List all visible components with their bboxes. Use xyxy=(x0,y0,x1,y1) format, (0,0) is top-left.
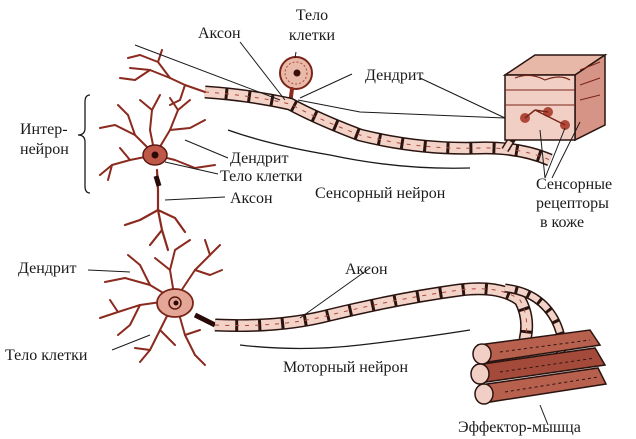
interneuron-dendrites xyxy=(100,95,215,180)
label-cell-body-top-line2: клетки xyxy=(289,27,336,44)
label-sensory-receptors-line2: рецепторы xyxy=(536,195,609,212)
motor-neuron-brace xyxy=(240,330,470,349)
label-sensory-neuron: Сенсорный нейрон xyxy=(315,185,446,202)
interneuron-axon xyxy=(125,170,185,250)
label-interneuron-line2: нейрон xyxy=(20,141,69,158)
label-axon-bottom: Аксон xyxy=(345,261,388,278)
label-axon-mid: Аксон xyxy=(230,190,273,207)
label-motor-neuron: Моторный нейрон xyxy=(283,359,409,376)
label-effector-muscle: Эффектор-мышца xyxy=(458,419,581,436)
sensory-terminal-branches xyxy=(120,50,205,105)
interneuron xyxy=(100,95,215,250)
label-dendrite-left: Дендрит xyxy=(18,260,76,277)
label-sensory-receptors-line3: в коже xyxy=(540,214,584,231)
label-axon-top: Аксон xyxy=(198,25,241,42)
label-cell-body-top-line1: Тело xyxy=(296,7,328,24)
effector-muscle xyxy=(471,330,606,404)
skin-block xyxy=(505,55,605,140)
label-dendrite-mid: Дендрит xyxy=(230,150,288,167)
interneuron-brace xyxy=(78,95,90,193)
label-interneuron-line1: Интер- xyxy=(20,121,68,138)
label-cell-body-mid: Тело клетки xyxy=(220,168,303,185)
label-cell-body-bottom: Тело клетки xyxy=(5,347,88,364)
label-sensory-receptors-line1: Сенсорные xyxy=(536,176,612,193)
label-dendrite-top: Дендрит xyxy=(365,67,423,84)
